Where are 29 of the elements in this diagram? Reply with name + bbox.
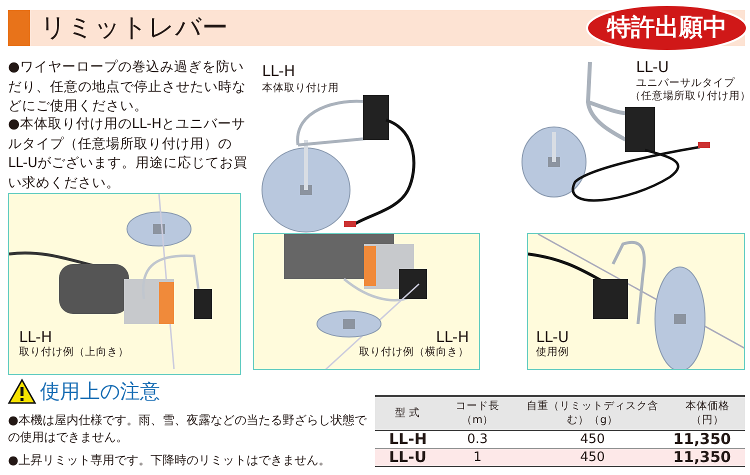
bullet-text: ●上昇リミット専用です。下降時のリミットはできません。 <box>8 452 332 469</box>
title: リミットレバー <box>40 12 228 44</box>
model-label: LL-H <box>262 62 296 80</box>
model-label: LL-H <box>19 329 54 346</box>
table-cell: 1 <box>440 448 515 466</box>
bullet-text: ●ワイヤーロープの巻込み過ぎを防いだり、任意の地点で停止させたい時などにご使用ください。 <box>8 58 247 116</box>
column-header: 型 式 <box>375 396 440 430</box>
bullet-text: ●本体取り付け用のLL-Hとユニバーサルタイプ（任意場所取り付け用）のLL-Uがございます。用途に応じてお買い求めください。 <box>8 115 249 192</box>
table-cell: 0.3 <box>440 430 515 448</box>
model-label: LL-U <box>636 58 669 76</box>
table-cell: LL-U <box>375 448 440 466</box>
model-label: LL-U <box>536 329 569 346</box>
column-header: コード長（m） <box>440 396 515 430</box>
column-header: 本体価格（円） <box>670 396 745 430</box>
caption: ユニバーサルタイプ <box>636 76 735 90</box>
column-header: 自重（リミットディスク含む）（g） <box>515 396 670 430</box>
caption: 本体取り付け用 <box>262 81 339 95</box>
table-cell: 450 <box>515 448 670 466</box>
table-cell: LL-H <box>375 430 440 448</box>
panel-label: 取り付け例（上向き） <box>19 346 129 359</box>
table-cell: 11,350 <box>670 448 745 466</box>
bullet-text: ●本機は屋内仕様です。雨、雪、夜露などの当たる野ざらし状態での使用はできません。 <box>8 412 368 446</box>
table-cell: 11,350 <box>670 430 745 448</box>
panel-label: 使用例 <box>536 346 569 359</box>
section-heading: 使用上の注意 <box>40 378 160 404</box>
model-label: LL-H <box>435 329 469 346</box>
table-cell: 450 <box>515 430 670 448</box>
caption: （任意場所取り付け用） <box>630 89 750 103</box>
panel-label: 取り付け例（横向き） <box>359 346 469 359</box>
